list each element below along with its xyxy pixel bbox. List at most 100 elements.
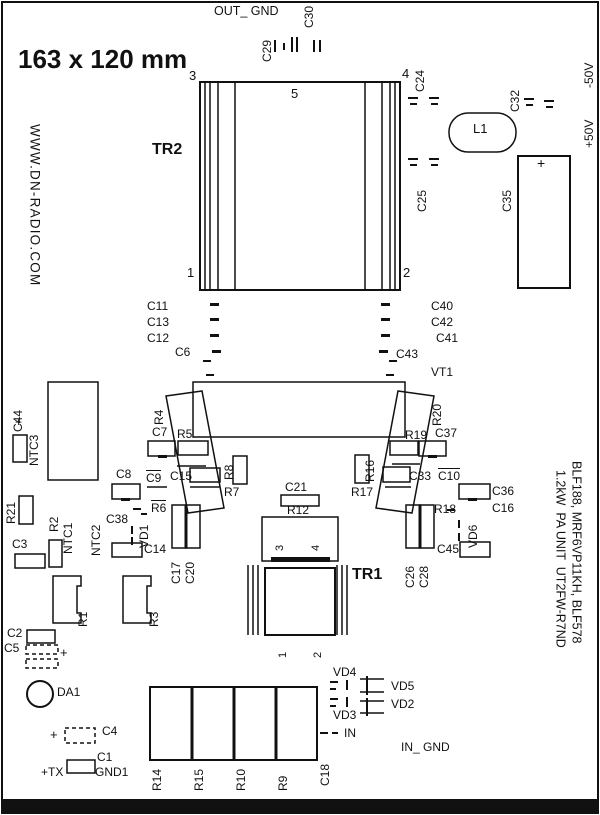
r18b-body bbox=[419, 504, 435, 549]
label-c1: C1 bbox=[97, 750, 113, 764]
label-pos50v: +50V bbox=[582, 119, 596, 148]
label-in: IN bbox=[344, 726, 356, 740]
label-plus-c35: + bbox=[537, 155, 546, 171]
label-r10: R10 bbox=[234, 768, 248, 791]
pad-vd3a bbox=[330, 698, 338, 700]
pad-c32b bbox=[526, 104, 533, 106]
label-c4: C4 bbox=[102, 724, 118, 738]
label-tr2: TR2 bbox=[152, 141, 183, 158]
pad-c25b bbox=[410, 164, 417, 166]
label-c14: C14 bbox=[144, 542, 167, 556]
pad-vd3c bbox=[346, 697, 348, 707]
c33-body bbox=[382, 466, 411, 483]
label-vd1: VD1 bbox=[137, 524, 151, 548]
c4-body bbox=[64, 727, 96, 744]
pad-c25a bbox=[408, 158, 418, 160]
label-c33: C33 bbox=[409, 469, 432, 483]
label-tr1: TR1 bbox=[352, 566, 383, 583]
r19-body bbox=[389, 440, 419, 456]
vd2-bar bbox=[366, 698, 368, 716]
label-c12: C12 bbox=[147, 331, 170, 345]
label-r16: R16 bbox=[363, 459, 377, 482]
label-vd4: VD4 bbox=[333, 665, 357, 679]
label-plus-c4: + bbox=[50, 727, 58, 742]
tick-out4 bbox=[296, 37, 298, 52]
pad-vd6b bbox=[458, 520, 460, 528]
pad-c38b bbox=[141, 513, 147, 515]
label-r5: R5 bbox=[177, 427, 193, 441]
vd5-bar bbox=[366, 676, 368, 695]
label-r8: R8 bbox=[222, 464, 236, 480]
label-c35: C35 bbox=[500, 189, 514, 212]
label-c17: C17 bbox=[169, 561, 183, 584]
label-r15: R15 bbox=[192, 768, 206, 791]
pad-vd4b bbox=[330, 688, 336, 690]
unlabeled-rect bbox=[47, 381, 99, 481]
c2-body bbox=[26, 629, 56, 644]
c36-body bbox=[458, 483, 491, 500]
da1-body bbox=[26, 680, 54, 708]
label-tr1-pin1: 1 bbox=[277, 651, 289, 658]
label-ntc1: NTC1 bbox=[61, 522, 75, 554]
tick-out5 bbox=[313, 40, 315, 52]
label-vd2: VD2 bbox=[391, 697, 415, 711]
label-r19: R19 bbox=[405, 428, 428, 442]
label-c29: C29 bbox=[260, 39, 274, 62]
pad-c6a bbox=[212, 350, 221, 353]
label-c9: C9 bbox=[146, 470, 162, 485]
label-plus-c5: + bbox=[60, 645, 68, 660]
label-r9: R9 bbox=[276, 775, 290, 791]
pad-vd4c bbox=[346, 680, 348, 690]
label-r18: R18 bbox=[434, 502, 457, 516]
vt1-body bbox=[192, 381, 406, 438]
label-r14: R14 bbox=[150, 768, 164, 791]
pad-c24c bbox=[429, 97, 439, 99]
label-r20: R20 bbox=[430, 403, 444, 426]
c7-tab bbox=[158, 455, 167, 458]
c15-body bbox=[189, 467, 221, 483]
pad-c13 bbox=[210, 318, 219, 321]
label-r17: R17 bbox=[351, 485, 374, 499]
tick-out2 bbox=[283, 43, 285, 50]
label-c24: C24 bbox=[413, 69, 427, 92]
pad-vd1a bbox=[131, 526, 133, 534]
c3-body bbox=[14, 553, 46, 569]
label-in-gnd: IN_ GND bbox=[401, 740, 450, 754]
r5-body bbox=[177, 440, 209, 456]
tr2-body bbox=[199, 81, 401, 291]
label-c10: C10 bbox=[438, 468, 461, 483]
label-c15: C15 bbox=[170, 469, 193, 483]
label-c43: C43 bbox=[396, 347, 419, 361]
label-c26: C26 bbox=[403, 565, 417, 588]
pad-in-a bbox=[320, 732, 328, 734]
label-c44: C44 bbox=[11, 409, 25, 432]
label-c8: C8 bbox=[116, 467, 132, 481]
label-c3: C3 bbox=[12, 537, 28, 551]
pad-c41 bbox=[381, 334, 390, 337]
ntc1-body bbox=[48, 539, 63, 568]
pad-c25d bbox=[431, 164, 438, 166]
pad-r-low bbox=[386, 374, 394, 376]
pad-c40 bbox=[381, 303, 390, 306]
label-ntc3: NTC3 bbox=[27, 434, 41, 466]
pad-c25c bbox=[429, 158, 439, 160]
label-c7: C7 bbox=[152, 425, 168, 439]
label-c21: C21 bbox=[285, 480, 308, 494]
label-r3: R3 bbox=[147, 611, 161, 627]
pad-c11 bbox=[210, 303, 219, 306]
label-gnd1: GND1 bbox=[95, 765, 129, 779]
pad-c32d bbox=[546, 106, 553, 108]
label-size-note: 163 x 120 mm bbox=[18, 44, 188, 74]
label-out-gnd: OUT_ GND bbox=[214, 4, 279, 18]
label-r7: R7 bbox=[224, 485, 240, 499]
c35-body bbox=[517, 155, 571, 289]
c37-tab bbox=[428, 455, 437, 458]
label-c36: C36 bbox=[492, 484, 515, 498]
tick-out1 bbox=[274, 40, 276, 52]
c14-body bbox=[111, 542, 143, 558]
r12-body bbox=[261, 516, 339, 562]
label-c6: C6 bbox=[175, 345, 191, 359]
